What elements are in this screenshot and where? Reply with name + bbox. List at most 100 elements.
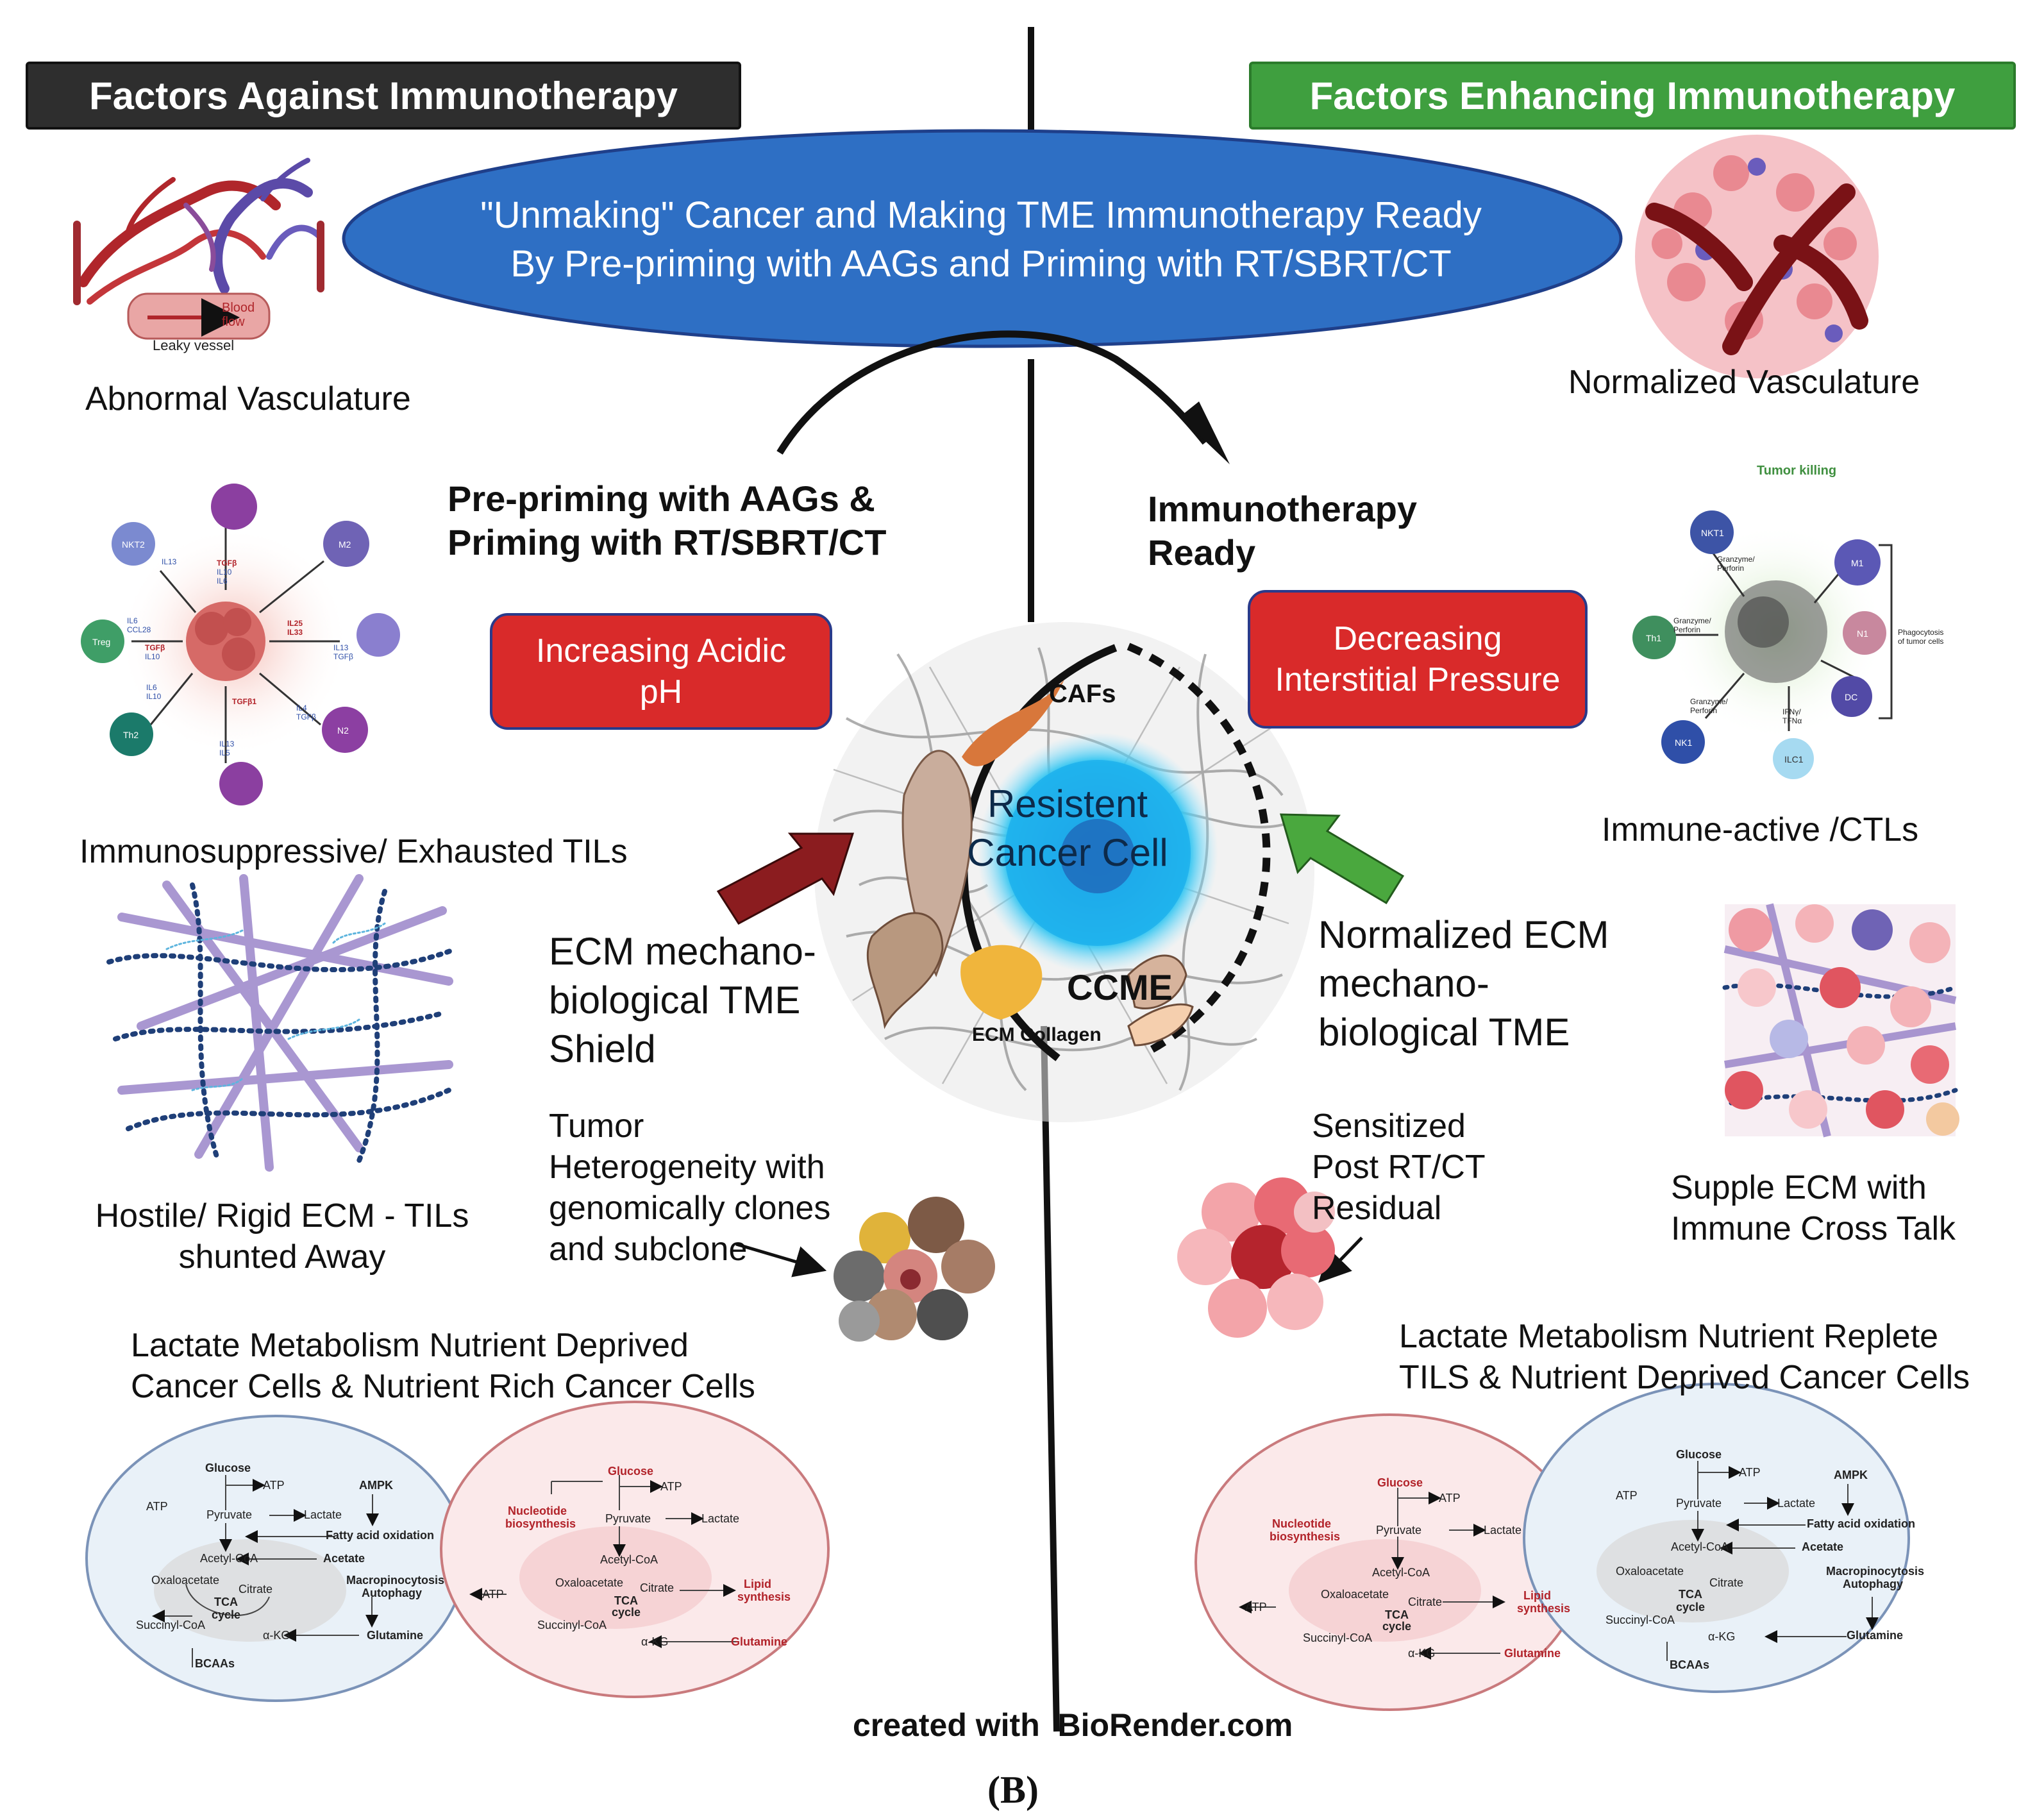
svg-text:Perforin: Perforin (1673, 625, 1700, 634)
svg-text:TFNα: TFNα (1782, 716, 1802, 725)
ecm-collagen-label: ECM Collagen (972, 1024, 1102, 1045)
svg-text:ATP: ATP (1616, 1489, 1638, 1502)
tils-cell-th2 (110, 712, 153, 756)
svg-text:IL13: IL13 (219, 739, 235, 748)
svg-text:TGFβ: TGFβ (333, 652, 353, 661)
immunotherapy-ready-label: Immunotherapy Ready (1148, 489, 1418, 573)
svg-text:IL25: IL25 (287, 619, 303, 628)
svg-text:BCAAs: BCAAs (195, 1657, 235, 1670)
biorender-link[interactable]: BioRender.com (1057, 1707, 1293, 1743)
svg-text:IL33: IL33 (287, 628, 303, 637)
svg-text:NKT1: NKT1 (1701, 528, 1724, 538)
immune-cell-nkt1 (1690, 510, 1734, 554)
tils-cell-top (211, 484, 257, 530)
svg-text:synthesis: synthesis (1517, 1602, 1570, 1615)
ccme-label: CCME (1067, 967, 1173, 1007)
svg-text:Glutamine: Glutamine (1847, 1629, 1903, 1642)
svg-text:Acetate: Acetate (1802, 1540, 1843, 1553)
svg-text:Glucose: Glucose (1377, 1476, 1423, 1489)
immune-cell-m1 (1834, 539, 1881, 586)
svg-text:IL10: IL10 (217, 568, 232, 577)
created-with-label: created with BioRender.com (853, 1707, 1293, 1743)
svg-text:α-KG: α-KG (1708, 1630, 1735, 1643)
hostile-ecm-graphic (106, 874, 458, 1172)
svg-text:N1: N1 (1857, 628, 1868, 639)
svg-text:Glucose: Glucose (1676, 1448, 1722, 1461)
svg-text:Glutamine: Glutamine (731, 1635, 787, 1648)
svg-text:Granzyme/: Granzyme/ (1690, 697, 1728, 706)
svg-text:IL10: IL10 (146, 692, 162, 701)
tils-cell-right (356, 613, 400, 657)
svg-text:Succinyl-CoA: Succinyl-CoA (537, 1619, 607, 1631)
heterogeneity-pointer (735, 1242, 827, 1277)
tils-cell-nkt2 (112, 522, 155, 566)
svg-text:Pyruvate: Pyruvate (206, 1508, 252, 1521)
immune-cell-ilc1 (1773, 738, 1814, 779)
svg-text:Pyruvate: Pyruvate (1676, 1497, 1722, 1510)
resistent-cancer-cell-label: Resistent Cancer Cell (967, 782, 1168, 874)
svg-text:of tumor cells: of tumor cells (1898, 637, 1943, 646)
priming-curved-arrow (776, 330, 1209, 455)
svg-text:TCA: TCA (1679, 1588, 1702, 1601)
abnormal-vasculature-graphic (73, 158, 324, 305)
hostile-ecm-caption: Hostile/ Rigid ECM - TILs shunted Away (95, 1197, 469, 1276)
svg-text:Citrate: Citrate (239, 1583, 272, 1596)
shield-arrow (716, 832, 855, 925)
caf-peach (1127, 1003, 1194, 1047)
blood-label-1: Blood (222, 301, 255, 315)
svg-text:TGFβ: TGFβ (145, 643, 165, 652)
svg-text:ATP: ATP (482, 1588, 504, 1601)
svg-text:biosynthesis: biosynthesis (1270, 1530, 1340, 1543)
heterogeneity-label: Tumor Heterogeneity with genomically clo… (549, 1108, 831, 1268)
svg-text:Macropinocytosis: Macropinocytosis (346, 1574, 444, 1587)
sensitized-label: Sensitized Post RT/CT Residual (1312, 1108, 1486, 1227)
metabolism-left-pair: Glucose ATP ATP Pyruvate Lactate AMPK Fa… (85, 1401, 830, 1702)
tils-caption: Immunosuppressive/ Exhausted TILs (80, 833, 628, 870)
svg-text:Acetate: Acetate (323, 1552, 365, 1565)
svg-text:Oxaloacetate: Oxaloacetate (555, 1576, 623, 1589)
lactate-right-caption: Lactate Metabolism Nutrient Replete TILS… (1399, 1318, 1970, 1396)
svg-text:Pyruvate: Pyruvate (605, 1512, 651, 1525)
svg-text:IFNγ/: IFNγ/ (1782, 707, 1801, 716)
curved-arrow-head (1180, 401, 1230, 464)
svg-text:TGFβ: TGFβ (217, 559, 237, 568)
svg-text:cycle: cycle (1676, 1601, 1705, 1614)
svg-text:Fatty acid oxidation: Fatty acid oxidation (326, 1529, 434, 1542)
panel-label: (B) (987, 1769, 1039, 1811)
svg-text:cycle: cycle (1382, 1620, 1411, 1633)
svg-text:cycle: cycle (612, 1606, 641, 1619)
tils-cell-m2 (323, 521, 369, 567)
svg-text:N2: N2 (337, 725, 349, 736)
sensitized-pointer (1318, 1236, 1363, 1283)
caf-orange (962, 680, 1064, 766)
svg-text:Oxaloacetate: Oxaloacetate (1321, 1588, 1389, 1601)
svg-text:cycle: cycle (212, 1608, 240, 1621)
svg-text:Fatty acid oxidation: Fatty acid oxidation (1807, 1517, 1915, 1530)
svg-text:α-KG: α-KG (263, 1629, 290, 1642)
normalized-vasculature-graphic (1635, 135, 1879, 378)
leaky-vessel-label: Leaky vessel (153, 337, 234, 353)
svg-text:AMPK: AMPK (359, 1479, 393, 1492)
svg-text:Lipid: Lipid (744, 1578, 771, 1590)
svg-text:Lactate: Lactate (1484, 1524, 1521, 1537)
svg-text:Th1: Th1 (1646, 633, 1661, 643)
svg-text:DC: DC (1845, 692, 1857, 702)
svg-text:Nucleotide: Nucleotide (508, 1504, 567, 1517)
svg-text:biosynthesis: biosynthesis (505, 1517, 576, 1530)
svg-text:NK1: NK1 (1675, 737, 1692, 748)
caf-brown-2 (866, 912, 944, 1029)
normalized-ecm-label: Normalized ECM mechano- biological TME (1318, 913, 1609, 1054)
goal-text: "Unmaking" Cancer and Making TME Immunot… (385, 191, 1577, 289)
immune-cell-n1 (1843, 611, 1886, 655)
svg-text:TCA: TCA (1385, 1608, 1409, 1621)
sensitized-cluster (1177, 1177, 1335, 1338)
tils-graphic: NKT2 M2 Treg Th2 N2 TGFβ IL10 IL6 IL13 I… (81, 484, 400, 805)
normalized-arrow (1279, 813, 1405, 905)
svg-text:TCA: TCA (614, 1594, 638, 1607)
immune-active-graphic: NKT1 M1 Th1 N1 DC NK1 ILC1 Granzyme/ Per… (1632, 464, 1943, 779)
svg-text:Citrate: Citrate (640, 1581, 674, 1594)
caf-yellow (960, 945, 1043, 1020)
divider-bottom (1041, 1025, 1060, 1732)
